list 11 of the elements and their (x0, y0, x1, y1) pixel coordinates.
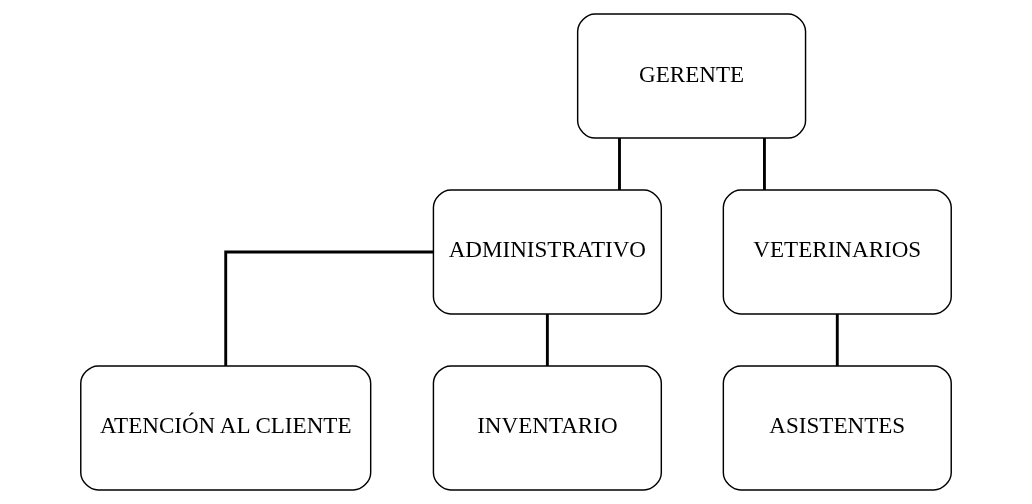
connector (763, 138, 766, 190)
node-box: GERENTE (576, 13, 807, 139)
node-box: VETERINARIOS (722, 189, 952, 315)
node-box: ASISTENTES (722, 365, 952, 491)
node-box: ADMINISTRATIVO (432, 189, 663, 315)
node-box: INVENTARIO (432, 365, 663, 491)
connector (835, 314, 839, 366)
connector (545, 314, 549, 366)
connector (618, 138, 621, 190)
node-box: ATENCIÓN AL CLIENTE (80, 365, 372, 491)
connector (224, 250, 434, 366)
